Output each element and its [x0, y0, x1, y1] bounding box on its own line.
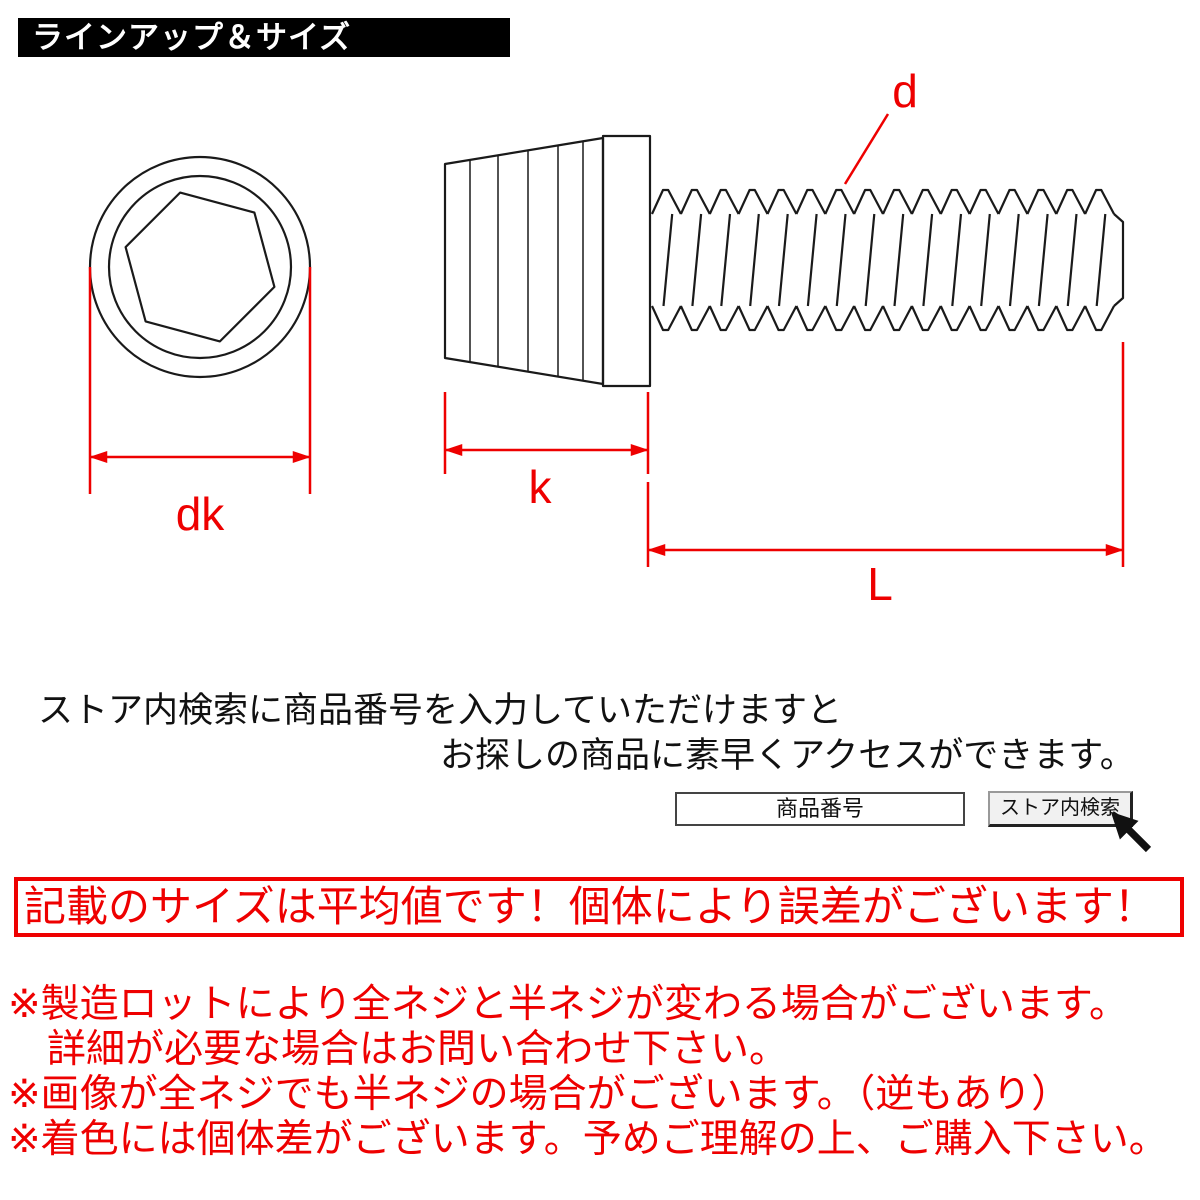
size-disclaimer-box: 記載のサイズは平均値です！個体により誤差がございます！	[14, 877, 1184, 937]
dk-extension-lines	[88, 267, 312, 494]
note-line: 詳細が必要な場合はお問い合わせ下さい。	[8, 1028, 789, 1071]
note-line: ※画像が全ネジでも半ネジの場合がございます。（逆もあり）	[8, 1073, 1071, 1116]
screw-dimension-diagram: dk k L d	[88, 65, 1125, 610]
screw-head-taper	[443, 136, 605, 386]
size-disclaimer-text: 記載のサイズは平均値です！個体により誤差がございます！	[24, 883, 1156, 930]
dimension-L: L	[646, 342, 1125, 610]
dk-label: dk	[176, 488, 226, 540]
section-title: ラインアップ＆サイズ	[32, 20, 352, 55]
d-label: d	[892, 65, 918, 117]
mouse-cursor-icon	[1110, 811, 1152, 853]
d-leader-line	[843, 113, 890, 185]
head-contour-lines	[469, 141, 584, 381]
head-outer-circle	[88, 155, 312, 379]
screw-head-flange	[601, 134, 652, 388]
dimension-d: d	[843, 65, 918, 185]
thread	[651, 188, 1125, 332]
store-search-button[interactable]: ストア内検索	[988, 791, 1133, 827]
dimension-dk: dk	[88, 267, 312, 540]
k-label: k	[529, 461, 553, 513]
search-hint-line-1: ストア内検索に商品番号を入力していただけますと	[38, 691, 842, 730]
note-line: ※着色には個体差がございます。予めご理解の上、ご購入下さい。	[8, 1118, 1168, 1161]
screw-front-view	[88, 155, 312, 379]
screw-side-view	[443, 134, 1125, 388]
L-label: L	[867, 558, 893, 610]
k-extension-lines	[443, 392, 650, 474]
note-line: ※製造ロットにより全ネジと半ネジが変わる場合がございます。	[8, 983, 1128, 1026]
hex-socket	[124, 191, 276, 343]
search-hint-line-2: お探しの商品に素早くアクセスができます。	[440, 736, 1135, 775]
section-title-banner: ラインアップ＆サイズ	[18, 18, 510, 57]
product-number-input[interactable]: 商品番号	[675, 792, 965, 826]
notes-block: ※製造ロットにより全ネジと半ネジが変わる場合がございます。 詳細が必要な場合はお…	[8, 982, 1168, 1162]
dimension-k: k	[443, 392, 650, 513]
L-extension-lines	[646, 342, 1125, 567]
head-inner-circle	[107, 174, 293, 360]
